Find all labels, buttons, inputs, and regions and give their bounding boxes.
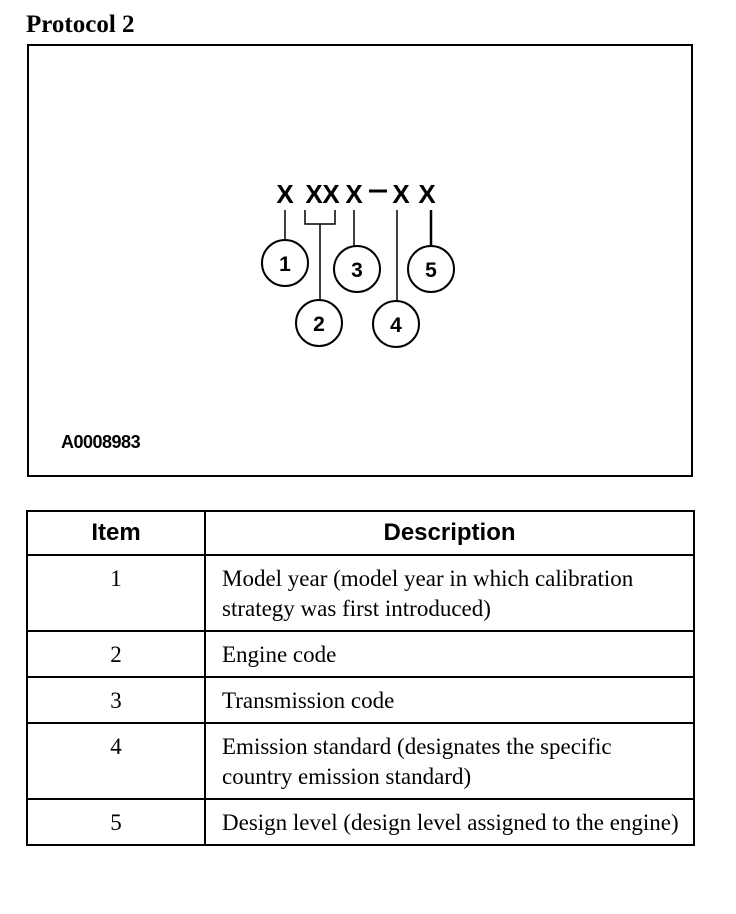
figure-panel: X X X X X X 1 2 3 4 5	[27, 44, 693, 477]
row-item-number: 4	[26, 722, 206, 800]
code-char-4: X	[345, 179, 363, 209]
code-char-2: X	[305, 179, 323, 209]
callout-3: 3	[351, 259, 363, 282]
row-item-number: 5	[26, 798, 206, 846]
code-diagram: X X X X X X 1 2 3 4 5	[261, 179, 455, 348]
table-row: 3 Transmission code	[26, 676, 695, 724]
row-description: Engine code	[204, 630, 695, 678]
code-char-1: X	[276, 179, 294, 209]
row-description: Design level (design level assigned to t…	[204, 798, 695, 846]
code-char-6: X	[418, 179, 436, 209]
leader-lines	[284, 210, 433, 303]
row-description: Transmission code	[204, 676, 695, 724]
item-description-table: Item Description 1 Model year (model yea…	[26, 510, 695, 846]
row-description: Model year (model year in which calibrat…	[204, 554, 695, 632]
row-description: Emission standard (designates the specif…	[204, 722, 695, 800]
callout-1: 1	[279, 253, 291, 276]
callout-4: 4	[390, 314, 402, 337]
code-char-5: X	[392, 179, 410, 209]
callout-circles	[261, 239, 455, 348]
figure-id: A0008983	[61, 432, 141, 452]
callout-2: 2	[313, 313, 325, 336]
page-title: Protocol 2	[26, 11, 135, 38]
header-description: Description	[204, 510, 695, 556]
callout-5: 5	[425, 259, 437, 282]
code-char-3: X	[322, 179, 340, 209]
header-item: Item	[26, 510, 206, 556]
table-row: 2 Engine code	[26, 630, 695, 678]
table-row: 4 Emission standard (designates the spec…	[26, 722, 695, 800]
row-item-number: 2	[26, 630, 206, 678]
table-header-row: Item Description	[26, 510, 695, 556]
table-row: 1 Model year (model year in which calibr…	[26, 554, 695, 632]
table-row: 5 Design level (design level assigned to…	[26, 798, 695, 846]
row-item-number: 1	[26, 554, 206, 632]
row-item-number: 3	[26, 676, 206, 724]
